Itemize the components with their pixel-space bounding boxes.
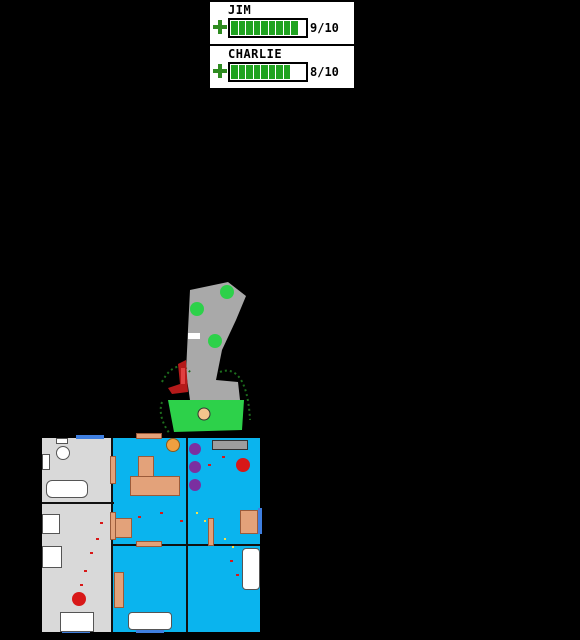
chair [240, 510, 258, 534]
blood-trail [222, 456, 225, 458]
blood-trail [160, 512, 163, 514]
health-count: 8/10 [310, 65, 339, 79]
health-segment [253, 21, 260, 35]
vent [212, 440, 248, 450]
health-segment [268, 21, 275, 35]
bed [128, 612, 172, 630]
door [110, 456, 116, 484]
blood-trail [84, 570, 87, 572]
health-segment [231, 65, 238, 79]
health-segment [291, 65, 298, 79]
door [110, 512, 116, 540]
player-hud-charlie: CHARLIE 8/10 [210, 46, 354, 88]
fridge [42, 514, 60, 534]
blood-trail [138, 516, 141, 518]
bed [242, 548, 260, 590]
health-segment [261, 21, 268, 35]
bookshelf [114, 572, 124, 608]
health-segment [298, 65, 305, 79]
purple-plant [189, 461, 201, 473]
door [136, 541, 162, 547]
health-segment [231, 21, 238, 35]
player-name: JIM [228, 3, 252, 17]
sink-counter [60, 612, 94, 632]
chair [114, 518, 132, 538]
health-plus-icon [213, 64, 227, 78]
health-segment [238, 65, 245, 79]
blood-splatter [72, 592, 86, 606]
blood-trail [236, 574, 239, 576]
armchair [138, 456, 154, 478]
blood-trail [208, 464, 211, 466]
player-hud-jim: JIM 9/10 [210, 2, 354, 44]
window [136, 629, 164, 633]
wall [186, 438, 188, 632]
door [208, 518, 214, 546]
blood-trail [180, 520, 183, 522]
health-count: 9/10 [310, 21, 339, 35]
toilet [56, 446, 70, 460]
stove [42, 546, 62, 568]
wall [42, 502, 114, 504]
sofa [130, 476, 180, 496]
health-bar [228, 18, 308, 38]
spark [232, 546, 234, 548]
blood-trail [96, 538, 99, 540]
blood-trail [80, 584, 83, 586]
purple-plant [189, 443, 201, 455]
health-segment [276, 65, 283, 79]
blood-splatter [236, 458, 250, 472]
blood-trail [230, 560, 233, 562]
health-segment [283, 21, 290, 35]
sink [56, 438, 68, 444]
health-segment [246, 21, 253, 35]
spark [224, 538, 226, 540]
blood-trail [100, 522, 103, 524]
window [258, 508, 262, 534]
orange-item [166, 438, 180, 452]
health-segment [246, 65, 253, 79]
spark [204, 520, 206, 522]
player-name: CHARLIE [228, 47, 283, 61]
purple-plant [189, 479, 201, 491]
health-segment [298, 21, 305, 35]
bathtub [46, 480, 88, 498]
window [76, 435, 104, 439]
health-bar [228, 62, 308, 82]
blood-trail [90, 552, 93, 554]
health-segment [253, 65, 260, 79]
health-segment [268, 65, 275, 79]
health-plus-icon [213, 20, 227, 34]
door [136, 433, 162, 439]
health-segment [238, 21, 245, 35]
health-segment [291, 21, 298, 35]
health-segment [276, 21, 283, 35]
spark [196, 512, 198, 514]
wall [112, 544, 260, 546]
health-segment [283, 65, 290, 79]
cabinet [42, 454, 50, 470]
health-segment [261, 65, 268, 79]
